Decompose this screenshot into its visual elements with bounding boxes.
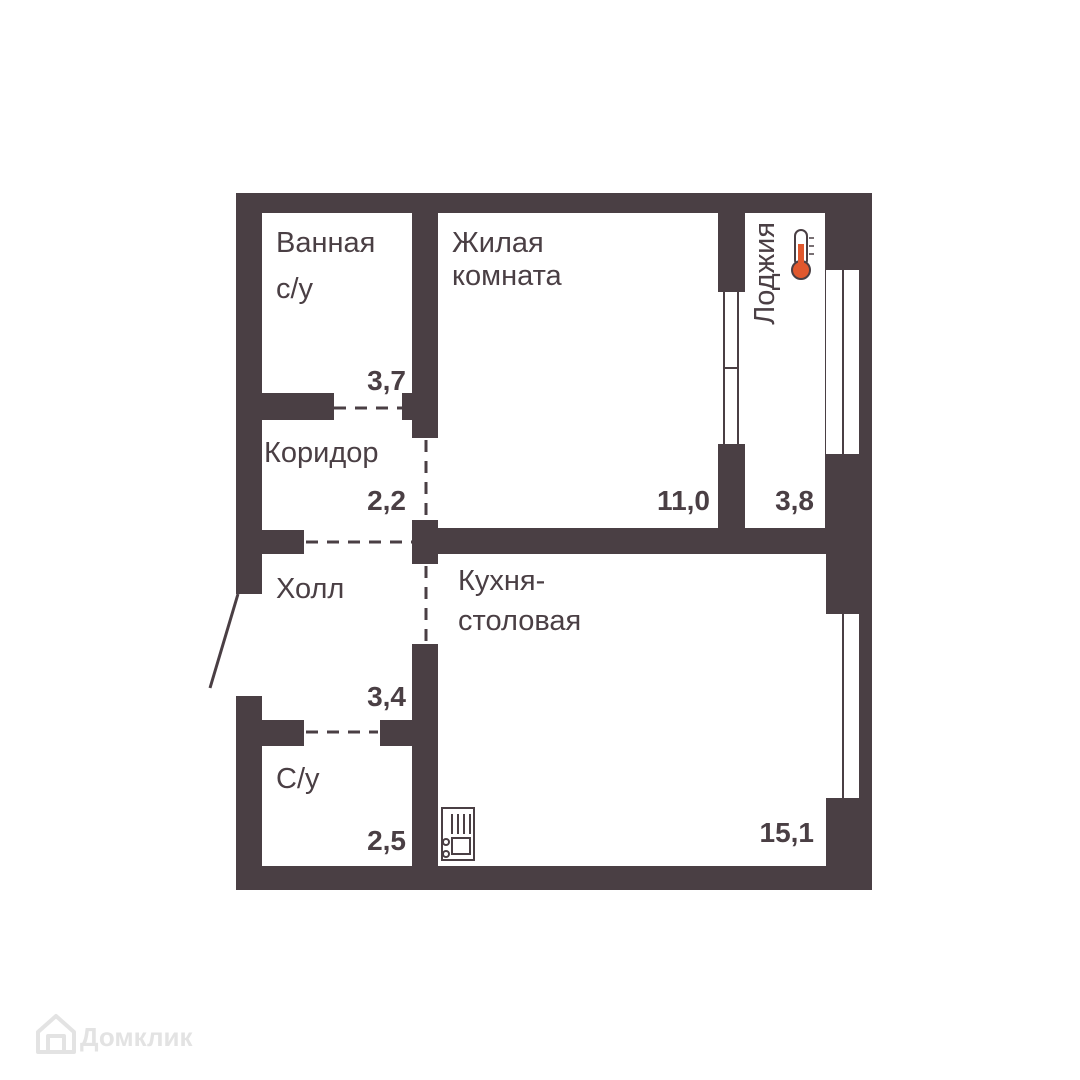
bath-area: 3,7 — [367, 365, 406, 396]
living-label: комната — [452, 260, 563, 292]
wc-area: 2,5 — [367, 825, 406, 856]
bath-label: с/у — [276, 273, 314, 305]
kitchen-area: 15,1 — [760, 817, 815, 848]
bath-label: Ванная — [276, 227, 375, 259]
loggia-label: Лоджия — [749, 222, 781, 325]
house-logo-icon — [36, 1014, 76, 1054]
kitchen-label: Кухня- — [458, 565, 545, 597]
wc-label: С/у — [276, 763, 320, 795]
loggia-area: 3,8 — [775, 485, 814, 516]
living-label: Жилая — [452, 227, 544, 259]
entrance-jamb — [236, 696, 262, 720]
corridor-label: Коридор — [264, 437, 379, 469]
living-area: 11,0 — [657, 485, 710, 516]
room-wc — [262, 746, 412, 866]
room-loggia — [745, 213, 825, 528]
entrance-door — [208, 593, 240, 689]
room-corridor — [262, 420, 412, 530]
hall-area: 3,4 — [367, 681, 406, 712]
stove-sink-icon — [441, 807, 475, 861]
hall-label: Холл — [276, 573, 344, 605]
watermark-text: Домклик — [80, 1022, 193, 1052]
room-hall — [262, 554, 412, 720]
room-living — [438, 213, 718, 528]
room-bath — [262, 213, 412, 393]
thermometer-icon — [791, 229, 814, 280]
entrance-opening — [234, 594, 264, 698]
room-kitchen — [438, 554, 826, 866]
corridor-area: 2,2 — [367, 485, 406, 516]
watermark: Домклик — [36, 1014, 193, 1054]
kitchen-label: столовая — [458, 605, 581, 637]
